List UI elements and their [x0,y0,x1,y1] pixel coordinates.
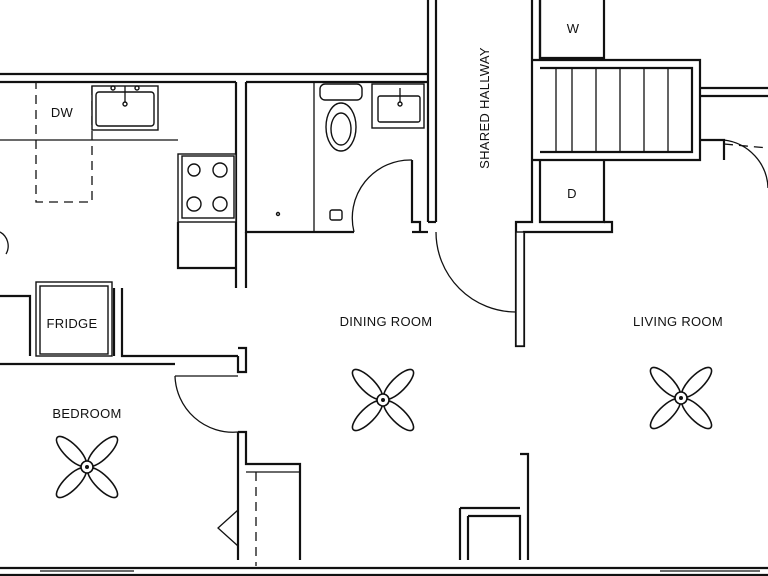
bathroom [275,82,425,232]
label-washer: W [567,21,580,36]
stairs [555,68,669,152]
doors [0,139,768,547]
label-dishwasher: DW [51,105,74,120]
ceiling-fan-living [649,366,713,430]
ceiling-fan-dining [351,368,415,432]
label-dryer: D [567,186,577,201]
kitchen-sink [91,85,159,131]
label-fridge: FRIDGE [47,316,98,331]
bath-sink [371,83,425,129]
label-bedroom: BEDROOM [52,406,121,421]
label-shared-hallway: SHARED HALLWAY [477,47,492,169]
kitchen [0,81,237,357]
label-dining-room: DINING ROOM [340,314,433,329]
label-living-room: LIVING ROOM [633,314,723,329]
toilet [319,83,363,152]
fridge [35,281,113,357]
ceiling-fan-bedroom [55,435,119,499]
stove [177,153,237,223]
